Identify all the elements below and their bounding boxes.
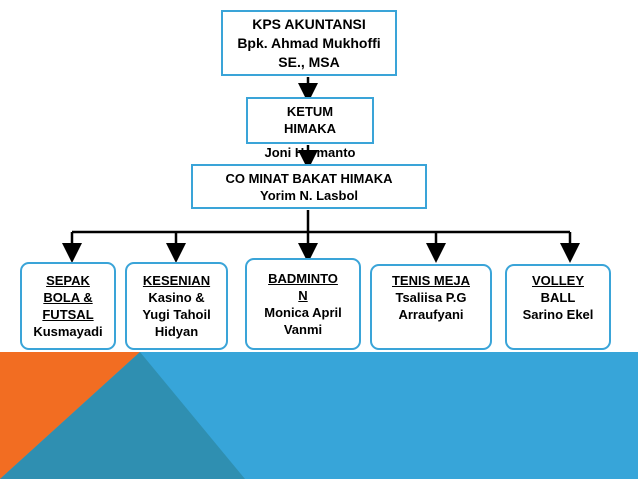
division-member: Tsaliisa P.G	[395, 290, 467, 305]
division-title-line: TENIS MEJA	[391, 273, 470, 288]
division-title-line: BADMINTO	[268, 271, 338, 286]
division-title-line: BALL	[540, 290, 576, 305]
ketum-line-2: HIMAKA	[284, 121, 336, 136]
division-badminton: BADMINTO N Monica April Vanmi	[245, 258, 361, 350]
division-title-line: BOLA &	[43, 290, 93, 305]
division-title-line: N	[298, 288, 308, 303]
co-box: CO MINAT BAKAT HIMAKA Yorim N. Lasbol	[191, 164, 427, 209]
division-member: Kasino &	[148, 290, 205, 305]
division-title-line: KESENIAN	[142, 273, 211, 288]
division-title-line: VOLLEY	[531, 273, 584, 288]
division-member: Sarino Ekel	[522, 307, 594, 322]
co-title: CO MINAT BAKAT HIMAKA	[225, 170, 393, 186]
kps-box: KPS AKUNTANSI Bpk. Ahmad Mukhoffi SE., M…	[221, 10, 397, 76]
division-kesenian: KESENIAN Kasino & Yugi Tahoil Hidyan	[125, 262, 228, 350]
division-tenis-meja: TENIS MEJA Tsaliisa P.G Arraufyani	[370, 264, 492, 350]
division-member: Hidyan	[154, 324, 199, 339]
division-sepak-bola-futsal: SEPAK BOLA & FUTSAL Kusmayadi	[20, 262, 116, 350]
kps-line-1: KPS AKUNTANSI	[252, 15, 366, 32]
decorative-band	[0, 352, 638, 479]
division-member: Vanmi	[283, 322, 323, 337]
division-title-line: SEPAK	[46, 273, 90, 288]
division-member: Arraufyani	[398, 307, 464, 322]
ketum-box: KETUM HIMAKA	[246, 97, 374, 144]
co-name: Yorim N. Lasbol	[260, 187, 358, 203]
division-member: Kusmayadi	[33, 324, 103, 339]
division-title-line: FUTSAL	[42, 307, 94, 322]
kps-line-2: Bpk. Ahmad Mukhoffi	[237, 34, 381, 51]
ketum-name: Joni Hermanto	[264, 145, 356, 160]
division-member: Yugi Tahoil	[142, 307, 211, 322]
ketum-line-1: KETUM	[286, 104, 334, 119]
division-member: Monica April	[264, 305, 342, 320]
division-volley-ball: VOLLEY BALL Sarino Ekel	[505, 264, 611, 350]
kps-line-3: SE., MSA	[278, 53, 340, 70]
